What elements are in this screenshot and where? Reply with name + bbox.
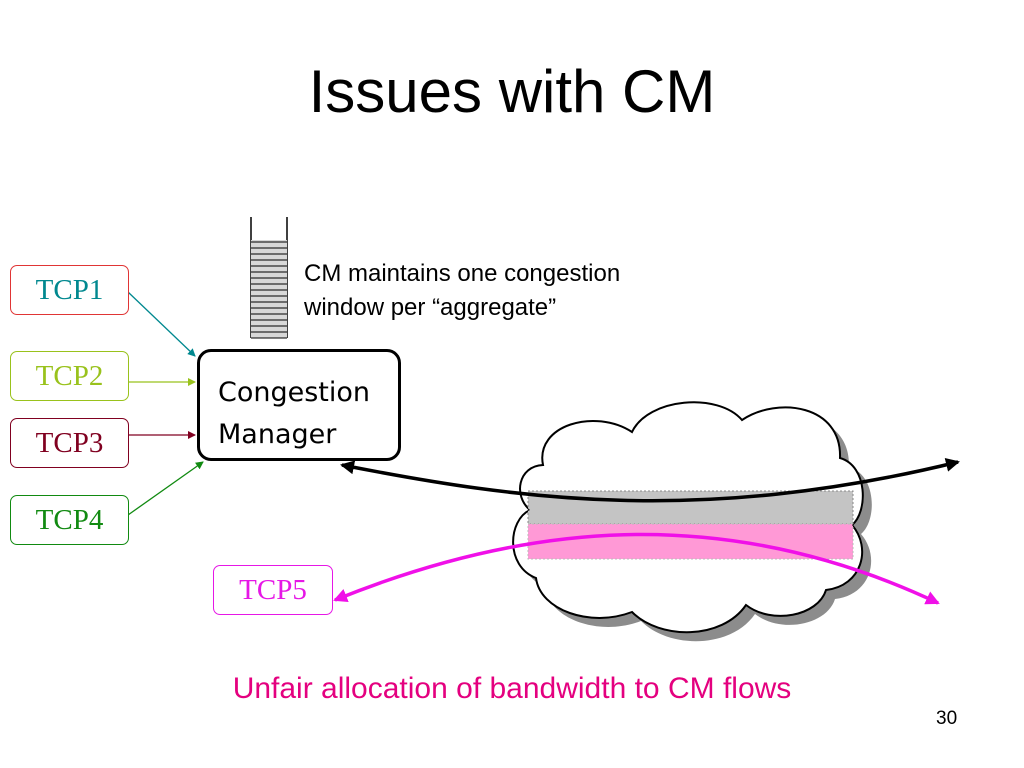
tcp1-box: TCP1: [10, 265, 129, 315]
congestion-manager-line1: Congestion: [218, 377, 371, 408]
cm-note: CM maintains one congestion window per “…: [304, 257, 704, 325]
tcp2-label: TCP2: [35, 359, 104, 392]
tcp4-box: TCP4: [10, 495, 129, 545]
tcp1-label: TCP1: [35, 273, 104, 306]
cm-note-line2: window per “aggregate”: [304, 294, 557, 321]
congestion-manager-box: Congestion Manager: [197, 349, 401, 461]
tcp1-arrow: [127, 291, 196, 357]
tcp4-label: TCP4: [35, 503, 104, 536]
cm-bandwidth-band: [527, 490, 854, 525]
slide-title: Issues with CM: [308, 58, 716, 125]
tcp3-box: TCP3: [10, 418, 129, 468]
congestion-window-queue-icon: [250, 217, 288, 339]
slide-caption: Unfair allocation of bandwidth to CM flo…: [232, 672, 792, 705]
cm-aggregate-flow-arrow: [340, 458, 960, 503]
tcp3-label: TCP3: [35, 426, 104, 459]
tcp5-label: TCP5: [239, 573, 307, 606]
page-number: 30: [936, 708, 958, 729]
tcp2-box: TCP2: [10, 351, 129, 401]
tcp5-flow-arrow: [333, 532, 940, 605]
cm-note-line1: CM maintains one congestion: [304, 260, 621, 287]
tcp4-arrow: [127, 461, 204, 516]
congestion-manager-line2: Manager: [218, 419, 337, 450]
tcp5-box: TCP5: [213, 565, 333, 615]
